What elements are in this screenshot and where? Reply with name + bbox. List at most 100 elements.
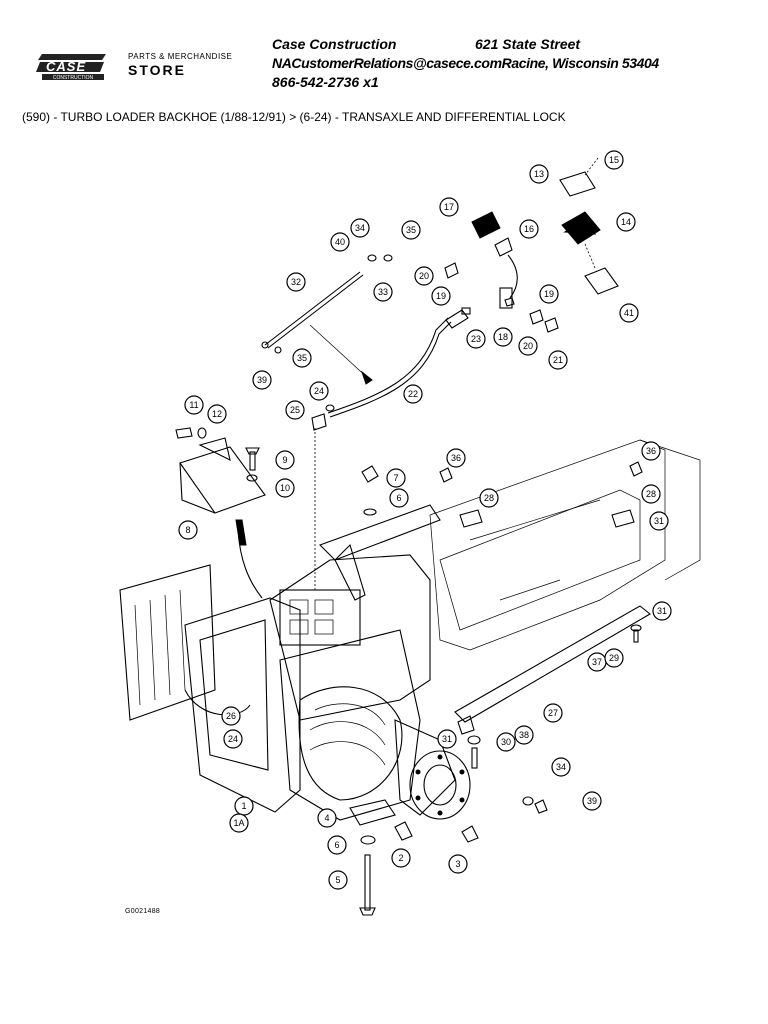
- callout-16: 16: [519, 219, 539, 239]
- callout-label: 26: [226, 711, 236, 721]
- callout-label: 19: [436, 291, 446, 301]
- callout-circle: [285, 400, 305, 420]
- callout-circle: [519, 219, 539, 239]
- callout-3: 3: [448, 854, 468, 874]
- callout-circle: [391, 848, 411, 868]
- callout-36: 36: [446, 448, 466, 468]
- callout-label: 36: [646, 446, 656, 456]
- callout-5: 5: [328, 870, 348, 890]
- callout-circle: [252, 370, 272, 390]
- callout-circle: [466, 329, 486, 349]
- callout-label: 4: [324, 813, 329, 823]
- callout-label: 7: [393, 473, 398, 483]
- callout-label: 40: [335, 237, 345, 247]
- store-line-1: PARTS & MERCHANDISE: [128, 52, 233, 61]
- callout-1: 1: [234, 796, 254, 816]
- callout-11: 11: [184, 395, 204, 415]
- callout-40: 40: [330, 232, 350, 252]
- callout-38: 38: [514, 725, 534, 745]
- callout-36: 36: [641, 441, 661, 461]
- case-logo-sub: CONSTRUCTION: [53, 75, 94, 81]
- company-phone: 866-542-2736 x1: [272, 74, 379, 90]
- callout-35: 35: [292, 348, 312, 368]
- callout-13: 13: [529, 164, 549, 184]
- callout-circle: [317, 808, 337, 828]
- callout-circle: [184, 395, 204, 415]
- callout-26: 26: [221, 706, 241, 726]
- callout-34: 34: [350, 218, 370, 238]
- callout-label: 17: [444, 202, 454, 212]
- callout-circle: [275, 478, 295, 498]
- figure-id: G0021488: [125, 908, 161, 915]
- callout-label: 1: [241, 801, 246, 811]
- parts-diagram: [119, 157, 701, 916]
- callout-label: 34: [556, 762, 566, 772]
- callout-label: 23: [471, 334, 481, 344]
- callout-label: 12: [212, 409, 222, 419]
- callout-label: 37: [592, 657, 602, 667]
- callout-1A: 1A: [229, 813, 249, 833]
- callout-label: 32: [291, 277, 301, 287]
- control-rods: [264, 271, 469, 590]
- breadcrumb: (590) - TURBO LOADER BACKHOE (1/88-12/91…: [22, 110, 566, 124]
- callout-label: 16: [524, 224, 534, 234]
- callout-label: 15: [609, 155, 619, 165]
- store-wordmark: PARTS & MERCHANDISE STORE: [128, 52, 232, 78]
- callout-circle: [223, 729, 243, 749]
- case-logo-mark: CASE CONSTRUCTION: [36, 54, 106, 81]
- callout-label: 29: [609, 653, 619, 663]
- callout-circle: [543, 703, 563, 723]
- callout-17: 17: [439, 197, 459, 217]
- callout-39: 39: [252, 370, 272, 390]
- case-logo: CASE CONSTRUCTION: [36, 52, 251, 84]
- callout-circle: [548, 350, 568, 370]
- callout-circle: [529, 164, 549, 184]
- callout-label: 3: [455, 859, 460, 869]
- callout-circle: [275, 450, 295, 470]
- callout-30: 30: [496, 732, 516, 752]
- callout-14: 14: [616, 212, 636, 232]
- callout-label: 19: [544, 289, 554, 299]
- company-name: Case Construction: [272, 36, 397, 52]
- callout-circle: [327, 835, 347, 855]
- callout-label: 13: [534, 169, 544, 179]
- callout-label: 6: [396, 493, 401, 503]
- callout-19: 19: [431, 286, 451, 306]
- callout-41: 41: [619, 303, 639, 323]
- callout-label: 10: [280, 483, 290, 493]
- callout-31: 31: [649, 511, 669, 531]
- callout-12: 12: [207, 404, 227, 424]
- fasteners: [175, 254, 643, 916]
- callout-circle: [604, 150, 624, 170]
- callout-label: 24: [314, 386, 324, 396]
- callout-circle: [401, 220, 421, 240]
- loader-frame: [429, 439, 701, 651]
- callout-circle: [309, 381, 329, 401]
- callout-23: 23: [466, 329, 486, 349]
- callout-circle: [539, 284, 559, 304]
- callout-label: 2: [398, 853, 403, 863]
- callout-20: 20: [518, 336, 538, 356]
- callout-circle: [386, 468, 406, 488]
- callout-label: 20: [419, 271, 429, 281]
- callout-21: 21: [548, 350, 568, 370]
- callout-label: 34: [355, 223, 365, 233]
- callout-circle: [493, 327, 513, 347]
- callout-18: 18: [493, 327, 513, 347]
- bracket-plate: [179, 437, 266, 599]
- callout-label: 25: [290, 405, 300, 415]
- callout-label: 31: [657, 606, 667, 616]
- callout-label: 35: [406, 225, 416, 235]
- callout-circle: [652, 601, 672, 621]
- callout-28: 28: [641, 484, 661, 504]
- callout-19: 19: [539, 284, 559, 304]
- callout-circle: [496, 732, 516, 752]
- callout-label: 6: [334, 840, 339, 850]
- callout-label: 5: [335, 875, 340, 885]
- callout-34: 34: [551, 757, 571, 777]
- callout-20: 20: [414, 266, 434, 286]
- callout-circle: [641, 441, 661, 461]
- callout-label: 31: [442, 734, 452, 744]
- callout-circle: [328, 870, 348, 890]
